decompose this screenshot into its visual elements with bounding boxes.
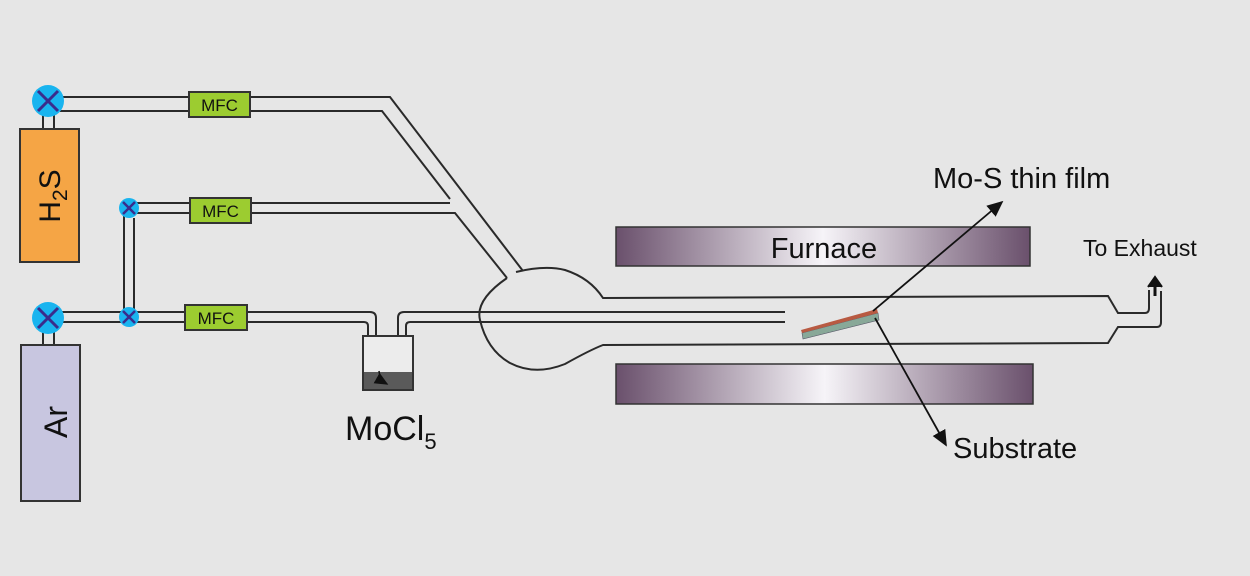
substrate-label: Substrate: [953, 433, 1077, 465]
film-label: Mo-S thin film: [933, 163, 1110, 195]
film-callout-arrow-icon: [872, 200, 1004, 312]
precursor-powder: [364, 372, 412, 389]
furnace-bottom: [615, 363, 1034, 405]
furnace-label: Furnace: [771, 233, 877, 265]
mfc-ar-carrier[interactable]: MFC: [184, 304, 248, 331]
furnace-top: Furnace: [615, 226, 1031, 267]
substrate-with-film: [801, 309, 880, 340]
exhaust-arrow-icon: [1147, 275, 1163, 288]
mfc-label: MFC: [202, 202, 239, 221]
exhaust-label: To Exhaust: [1083, 235, 1197, 261]
substrate-callout-arrow-icon: [874, 317, 947, 447]
mocl5-bubbler: MoCl5: [345, 335, 437, 454]
h2s-cylinder: H2S: [19, 115, 80, 263]
junction-valve[interactable]: [119, 307, 139, 327]
mocl5-label: MoCl5: [345, 410, 437, 454]
ar-valve[interactable]: [32, 302, 64, 334]
bypass-valve[interactable]: [119, 198, 139, 218]
quartz-tube: [478, 266, 1163, 371]
mfc-label: MFC: [198, 309, 235, 328]
valve-cross-icon: [122, 201, 136, 215]
h2s-valve[interactable]: [32, 85, 64, 117]
h2s-line: [60, 96, 524, 272]
mfc-h2s[interactable]: MFC: [188, 91, 251, 118]
ar-cylinder: Ar: [20, 330, 81, 502]
precursor-arrow-icon: [373, 370, 389, 385]
mfc-label: MFC: [201, 96, 238, 115]
valve-cross-icon: [122, 310, 136, 324]
mfc-ar-bypass[interactable]: MFC: [189, 197, 252, 224]
substrate: [801, 312, 880, 340]
h2s-label: H2S: [34, 169, 72, 222]
thin-film: [801, 309, 878, 333]
valve-cross-icon: [36, 306, 60, 330]
ar-bypass-line: [123, 202, 508, 312]
valve-cross-icon: [36, 89, 60, 113]
ar-main-line: [60, 311, 785, 352]
ar-label: Ar: [38, 406, 74, 438]
